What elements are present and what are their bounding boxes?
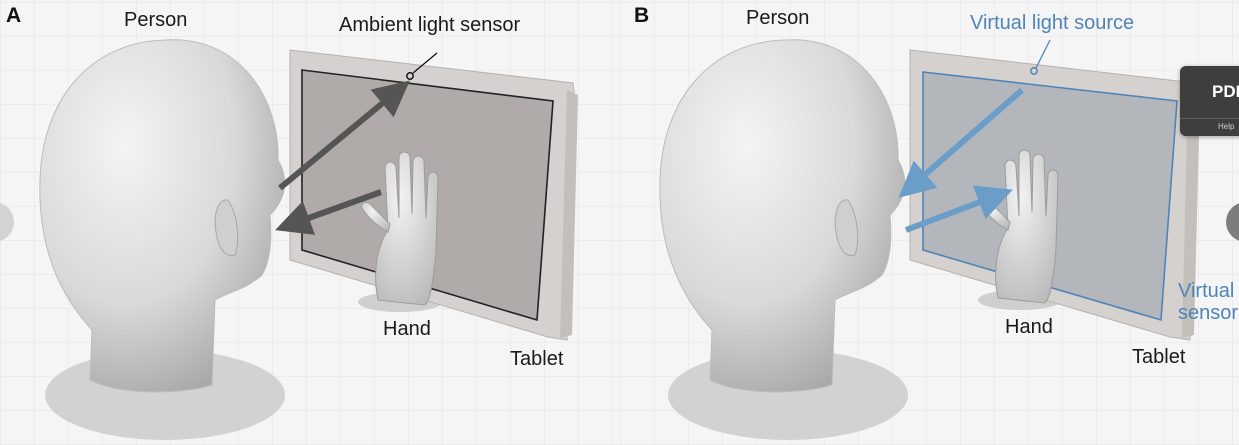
label-hand: Hand xyxy=(1005,316,1053,338)
carousel-next-button[interactable] xyxy=(1226,202,1239,242)
sensor-leader-line xyxy=(412,52,438,74)
virtual-arrow-source-to-face xyxy=(898,87,1024,198)
virtual-light-source-dot xyxy=(1030,67,1038,75)
label-tablet: Tablet xyxy=(510,348,564,370)
head-model xyxy=(659,39,906,393)
pdf-widget-help-link[interactable]: Help xyxy=(1218,122,1235,131)
panel-a: A Person Ambient light sensor Hand Table… xyxy=(0,0,619,445)
label-tablet: Tablet xyxy=(1132,346,1186,368)
pdf-widget-divider xyxy=(1180,118,1239,119)
label-virtual-sensor-line2: sensor xyxy=(1178,302,1239,324)
label-ambient-light-sensor: Ambient light sensor xyxy=(339,14,521,36)
panel-b: B Person Virtual light source Virtual se… xyxy=(620,0,1239,445)
light-arrow-face-to-sensor xyxy=(278,80,410,191)
label-hand: Hand xyxy=(383,318,431,340)
carousel-prev-button[interactable] xyxy=(0,202,14,242)
scene-a-illustration xyxy=(39,39,578,440)
label-person: Person xyxy=(124,9,188,31)
light-arrow-hand-to-face xyxy=(275,189,383,235)
tablet-side xyxy=(560,90,578,338)
scene-b-illustration xyxy=(659,39,1200,440)
hand-model xyxy=(361,151,439,306)
panel-letter-a: A xyxy=(6,4,22,27)
label-person: Person xyxy=(746,7,810,29)
pdf-widget-label[interactable]: PDI xyxy=(1212,82,1239,101)
tablet-side xyxy=(1182,90,1200,338)
panel-letter-b: B xyxy=(634,4,650,27)
virtual-arrow-face-to-hand xyxy=(904,185,1013,233)
virtual-light-leader-line xyxy=(1035,39,1051,69)
head-model xyxy=(39,39,286,393)
ambient-light-sensor-dot xyxy=(406,72,414,80)
pdf-download-widget[interactable]: PDI Help xyxy=(1180,66,1239,136)
label-virtual-light-source: Virtual light source xyxy=(970,12,1135,34)
label-virtual-sensor-line1: Virtual xyxy=(1178,280,1235,302)
